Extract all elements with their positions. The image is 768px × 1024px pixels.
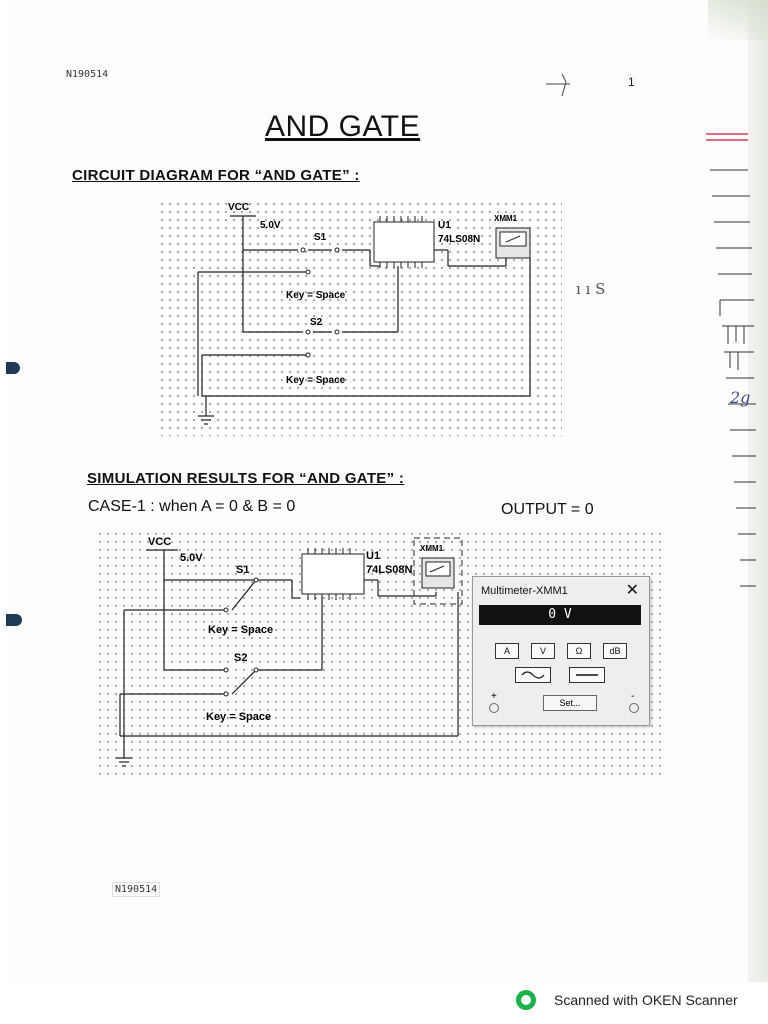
binder-mark-top [6,362,20,374]
plus-terminal-label: + [491,691,497,702]
circuit-1-wires [197,215,531,425]
c2-voltage-label: 5.0V [180,552,203,564]
scanner-logo-icon [516,990,536,1010]
binder-mark-bottom [6,614,22,626]
simulation-heading: SIMULATION RESULTS FOR “AND GATE” : [87,470,405,487]
roll-number-bottom: N190514 [112,882,161,897]
db-button[interactable]: dB [603,643,627,659]
circuit-2-wires [116,537,463,767]
multimeter-title: Multimeter-XMM1 [481,585,568,597]
set-button[interactable]: Set... [543,695,597,711]
c1-chip-label: 74LS08N [438,234,481,245]
ohm-button[interactable]: Ω [567,643,591,659]
c2-vcc-label: VCC [148,536,172,548]
c1-s1-label: S1 [314,232,327,243]
margin-note: ı ı S [576,280,606,298]
scanner-watermark: Scanned with OKEN Scanner [554,992,738,1008]
c1-vcc-label: VCC [228,202,250,213]
c2-key1-label: Key = Space [208,624,274,636]
circuit-diagram-1: VCC 5.0V S1 Key = Space S2 Key = Space U… [158,200,562,436]
c1-s2-label: S2 [310,317,323,328]
page-edge-shadow [748,0,768,982]
margin-ruling [706,133,756,587]
minus-terminal-label: - [631,691,635,702]
dc-mode-button[interactable] [569,667,605,683]
page-number: 1 [628,75,635,89]
roll-number-top: N190514 [66,69,109,80]
c1-u1-label: U1 [438,220,451,231]
c2-key2-label: Key = Space [206,711,272,723]
c1-key1-label: Key = Space [286,290,346,301]
corner-shade [708,0,768,40]
amp-button[interactable]: A [495,643,519,659]
c2-xmm-label: XMM1 [420,544,444,553]
volt-button[interactable]: V [531,643,555,659]
case-label: CASE-1 : when A = 0 & B = 0 [88,498,296,515]
circuit-heading: CIRCUIT DIAGRAM FOR “AND GATE” : [72,167,360,184]
c2-chip-label: 74LS08N [366,564,413,576]
sine-wave-icon [521,671,545,679]
c2-s2-label: S2 [234,652,248,664]
dc-line-icon [576,674,598,676]
close-icon[interactable]: ✕ [625,582,639,599]
ac-mode-button[interactable] [515,667,551,683]
page-title: AND GATE [265,110,421,143]
c1-xmm-label: XMM1 [494,214,518,223]
multimeter-reading: 0 V [479,605,641,625]
minus-terminal[interactable] [629,703,639,713]
circuit-diagram-2: VCC 5.0V S1 Key = Space S2 Key = Space U… [96,530,662,776]
multimeter-window: Multimeter-XMM1 ✕ 0 V A V Ω dB + - Set..… [472,576,650,726]
paper-sheet [8,0,752,982]
c2-u1-label: U1 [366,550,381,562]
c1-voltage-label: 5.0V [260,220,281,231]
page-tick-mark [546,73,570,97]
plus-terminal[interactable] [489,703,499,713]
margin-initials: 2g [730,388,751,407]
c1-key2-label: Key = Space [286,375,346,386]
output-label: OUTPUT = 0 [501,501,594,518]
c2-s1-label: S1 [236,564,250,576]
